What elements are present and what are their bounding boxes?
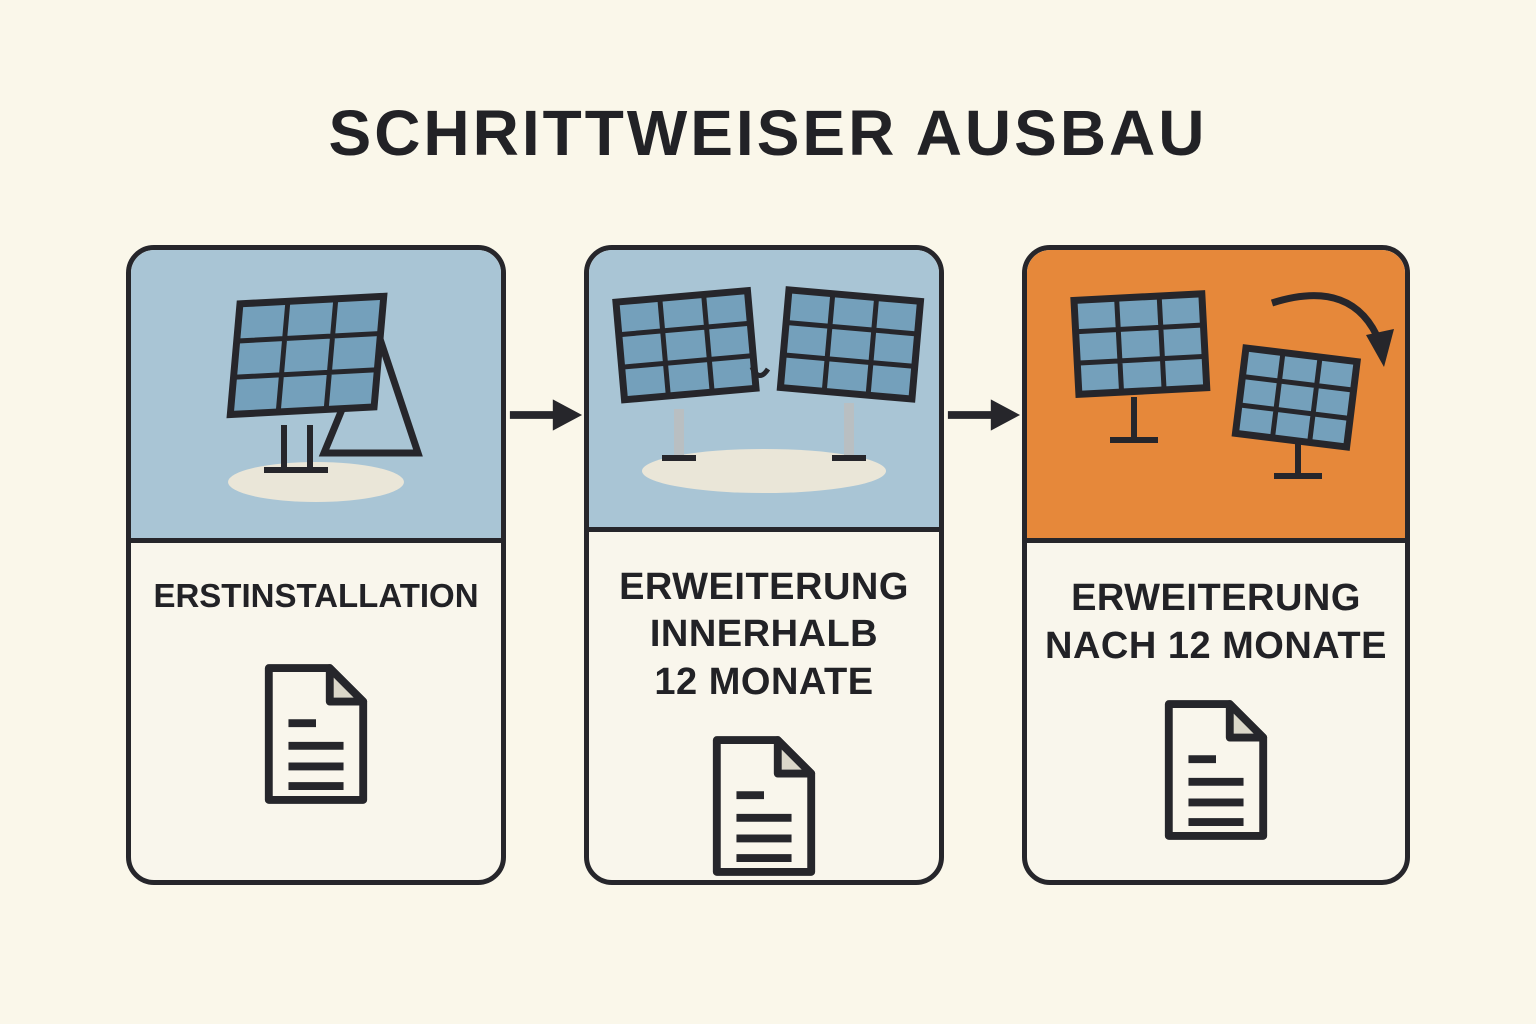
document-icon bbox=[264, 664, 368, 805]
card-illustration-area bbox=[589, 250, 939, 532]
arrow-right-icon bbox=[509, 399, 583, 431]
step-label: ERWEITERUNG NACH 12 MONATE bbox=[1045, 577, 1387, 667]
step-card-erweiterung-innerhalb: ERWEITERUNG INNERHALB 12 MONATE bbox=[584, 245, 944, 885]
step-connector bbox=[944, 393, 1022, 437]
single-solar-panel-icon bbox=[226, 292, 423, 502]
arrow-right-icon bbox=[947, 399, 1021, 431]
step-card-erweiterung-nach: ERWEITERUNG NACH 12 MONATE bbox=[1022, 245, 1410, 885]
card-text-area: ERWEITERUNG INNERHALB 12 MONATE bbox=[589, 532, 939, 881]
document-icon bbox=[1164, 700, 1268, 840]
card-text-area: ERSTINSTALLATION bbox=[131, 543, 501, 880]
step-label: ERSTINSTALLATION bbox=[153, 577, 479, 614]
solar-panel-expansion-icon bbox=[1070, 289, 1394, 479]
steps-row: ERSTINSTALLATION bbox=[0, 245, 1536, 885]
step-card-erstinstallation: ERSTINSTALLATION bbox=[126, 245, 506, 885]
page-title: SCHRITTWEISER AUSBAU bbox=[328, 97, 1208, 169]
card-illustration-area bbox=[1027, 250, 1405, 543]
card-text-area: ERWEITERUNG NACH 12 MONATE bbox=[1027, 543, 1405, 880]
document-icon bbox=[712, 736, 816, 876]
step-connector bbox=[506, 393, 584, 437]
two-solar-panels-icon bbox=[612, 285, 925, 493]
card-illustration-area bbox=[131, 250, 501, 543]
step-label: ERWEITERUNG INNERHALB 12 MONATE bbox=[619, 565, 909, 703]
